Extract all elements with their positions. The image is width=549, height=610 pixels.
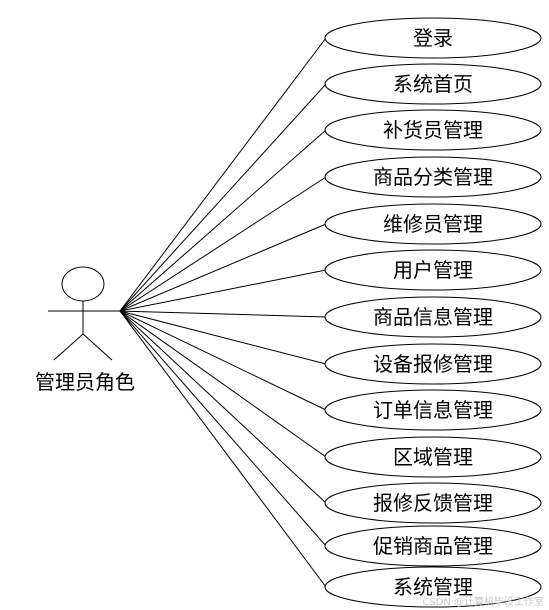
use-case: 系统首页 (324, 63, 542, 105)
use-case: 商品分类管理 (324, 156, 542, 198)
association-line (119, 310, 327, 365)
use-case: 订单信息管理 (324, 389, 542, 431)
actor-figure (48, 266, 120, 361)
use-case: 商品信息管理 (324, 296, 542, 338)
use-case-label: 商品信息管理 (373, 305, 493, 329)
use-case-list: 登录系统首页补货员管理商品分类管理维修员管理用户管理商品信息管理设备报修管理订单… (324, 17, 542, 608)
watermark: CSDN @计算机毕设工作室 (422, 595, 544, 608)
actor-label: 管理员角色 (35, 370, 135, 394)
association-line (119, 310, 327, 588)
use-case-label: 用户管理 (393, 258, 473, 282)
association-line (119, 269, 327, 312)
association-line (119, 310, 327, 458)
association-line (119, 310, 327, 318)
use-case-ellipse (324, 109, 542, 151)
use-case-ellipse (324, 203, 542, 245)
use-case-ellipse (324, 343, 542, 385)
use-case: 报修反馈管理 (324, 482, 542, 524)
use-case: 登录 (324, 17, 542, 59)
use-case-label: 补货员管理 (383, 118, 483, 142)
use-case-label: 系统管理 (393, 575, 473, 599)
use-case: 维修员管理 (324, 203, 542, 245)
use-case: 系统管理 (324, 566, 542, 608)
use-case-label: 设备报修管理 (373, 352, 493, 376)
use-case-ellipse (324, 436, 542, 478)
use-case: 区域管理 (324, 436, 542, 478)
association-line (119, 310, 327, 411)
use-case-ellipse (324, 389, 542, 431)
use-case-ellipse (324, 296, 542, 338)
use-case: 促销商品管理 (324, 525, 542, 567)
use-case-label: 报修反馈管理 (373, 491, 493, 515)
use-case-ellipse (324, 249, 542, 291)
association-line (119, 37, 327, 312)
use-case: 设备报修管理 (324, 343, 542, 385)
association-line (119, 223, 327, 312)
association-lines (119, 37, 327, 588)
use-case-ellipse (324, 566, 542, 608)
use-case: 补货员管理 (324, 109, 542, 151)
actor-head (61, 266, 105, 302)
use-case: 用户管理 (324, 249, 542, 291)
use-case-label: 维修员管理 (383, 212, 483, 236)
actor-left-leg (53, 333, 84, 361)
association-line (119, 310, 327, 504)
use-case-label: 促销商品管理 (373, 534, 493, 558)
association-line (119, 129, 327, 312)
use-case-ellipse (324, 63, 542, 105)
use-case-label: 登录 (413, 26, 453, 50)
association-line (119, 83, 327, 312)
actor-right-leg (82, 333, 113, 361)
use-case-label: 订单信息管理 (373, 398, 493, 422)
use-case-ellipse (324, 482, 542, 524)
association-line (119, 310, 327, 547)
use-case-label: 区域管理 (393, 445, 473, 469)
use-case-label: 商品分类管理 (373, 165, 493, 189)
association-line (119, 176, 327, 312)
use-case-label: 系统首页 (393, 72, 473, 96)
use-case-ellipse (324, 525, 542, 567)
use-case-ellipse (324, 156, 542, 198)
use-case-ellipse (324, 17, 542, 59)
